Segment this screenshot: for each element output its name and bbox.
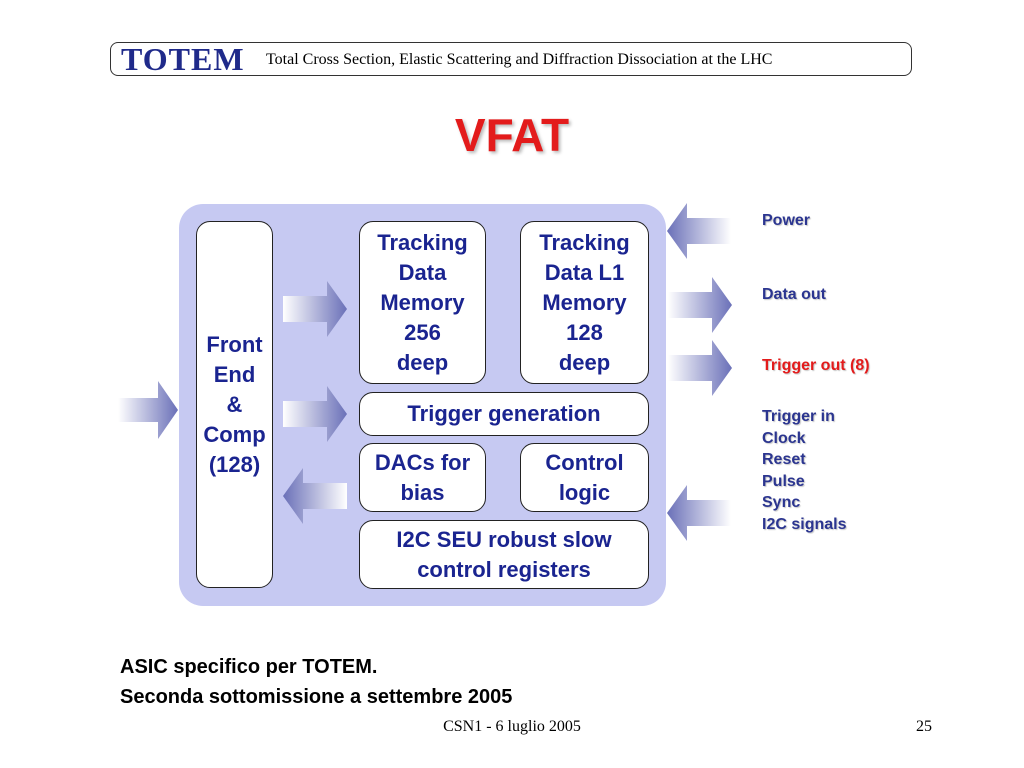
front-end-block: Front End & Comp (128) [196,221,273,588]
power-label: Power [762,212,811,229]
trigger-in-label: Trigger in [762,408,835,425]
caption-line-1: ASIC specifico per TOTEM. [120,656,378,678]
frontend-to-trigger-arrow-icon [283,386,347,442]
clock-label: Clock [762,429,806,447]
tracking-data-memory-block: Tracking Data Memory 256 deep [359,221,486,384]
data-out-label: Data out [762,286,826,303]
control-logic-block: Control logic [520,443,649,512]
input-arrow-icon [118,381,178,439]
i2c-registers-block: I2C SEU robust slow control registers [359,520,649,589]
pulse-label: Pulse [762,472,805,490]
footer-date: CSN1 - 6 luglio 2005 [443,718,581,735]
reset-label: Reset [762,451,806,468]
page-number: 25 [916,718,932,735]
caption: ASIC specifico per TOTEM. Seconda sottom… [120,652,512,712]
caption-line-2: Seconda sottomissione a settembre 2005 [120,686,513,708]
totem-logo: TOTEM [121,41,245,77]
frontend-to-memory-arrow-icon [283,281,347,337]
trigger-out-label: Trigger out (8) [762,357,870,374]
dacs-to-frontend-arrow-icon [283,468,347,524]
dacs-for-bias-block: DACs for bias [359,443,486,512]
slide-title: VFAT [454,109,570,161]
header-bar: TOTEM Total Cross Section, Elastic Scatt… [110,42,912,76]
i2c-signals-label: I2C signals [762,515,847,533]
sync-label: Sync [762,494,801,511]
control-inputs-arrow-icon [667,485,731,541]
trigger-out-arrow-icon [668,340,732,396]
trigger-generation-block: Trigger generation [359,392,649,436]
tracking-data-l1-memory-block: Tracking Data L1 Memory 128 deep [520,221,649,384]
power-arrow-icon [667,203,731,259]
data-out-arrow-icon [668,277,732,333]
header-title: Total Cross Section, Elastic Scattering … [266,51,773,68]
control-inputs-list: Trigger in Clock Reset Pulse Sync I2C si… [762,406,846,535]
